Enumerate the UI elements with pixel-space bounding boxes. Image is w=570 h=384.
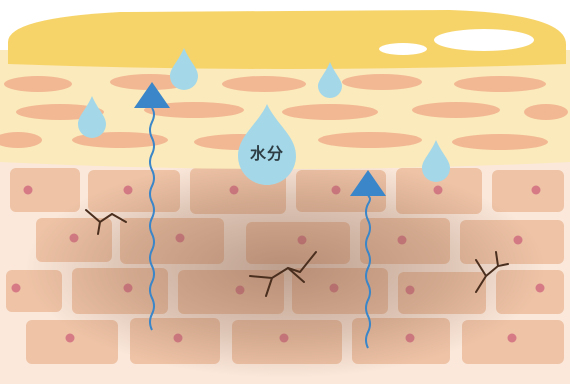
horny-cell	[222, 76, 306, 92]
nucleus	[532, 186, 541, 195]
horny-cell	[318, 132, 422, 148]
skin-cell	[492, 170, 564, 212]
horny-cell	[524, 104, 568, 120]
skin-cell	[10, 168, 80, 212]
horny-cell	[4, 76, 72, 92]
nucleus	[24, 186, 33, 195]
nucleus	[12, 284, 21, 293]
horny-cell	[282, 104, 378, 120]
water-label: 水分	[242, 140, 292, 164]
horny-cell	[342, 74, 422, 90]
horny-cell	[412, 102, 500, 118]
horny-cell	[452, 134, 548, 150]
surface-highlight	[379, 43, 427, 55]
dryness-shadow	[25, 158, 545, 378]
nucleus	[66, 334, 75, 343]
nucleus	[508, 334, 517, 343]
surface-highlight	[434, 29, 534, 51]
horny-cell	[454, 76, 546, 92]
